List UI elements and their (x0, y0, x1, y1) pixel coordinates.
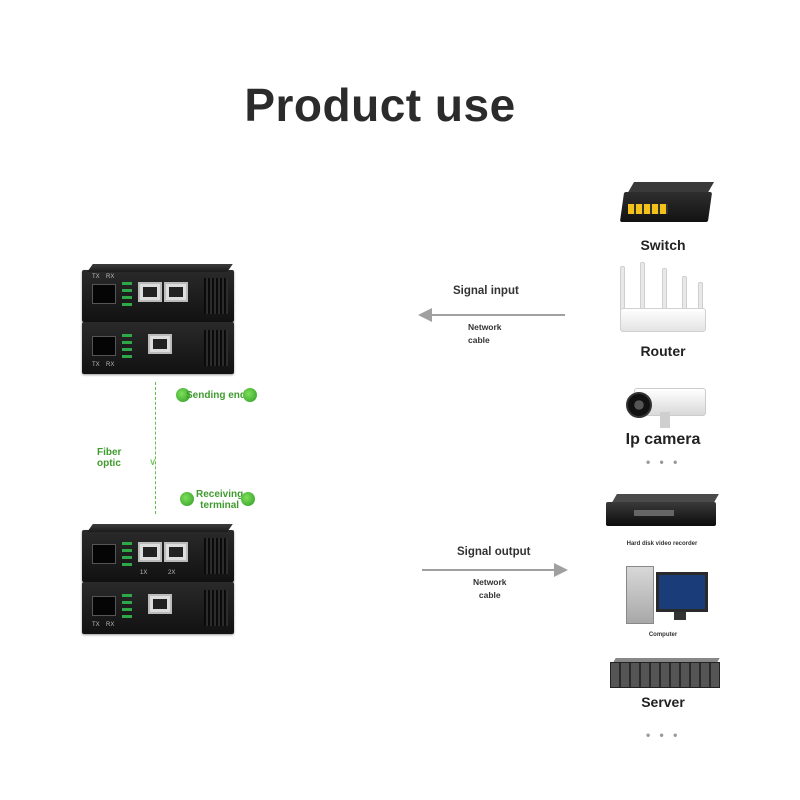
server-label: Server (641, 694, 685, 710)
sending-dot-icon (243, 388, 257, 402)
sfp-port (92, 284, 116, 304)
fiber-arrow-down-icon: ∨ (149, 457, 157, 468)
port-label-rx: RX (106, 622, 115, 628)
router-label: Router (640, 343, 686, 359)
signal-output-arrow (422, 569, 556, 571)
led-indicators (122, 542, 132, 570)
led-indicators (122, 282, 132, 310)
led-indicators (122, 334, 132, 362)
receiving-terminal-label: Receiving terminal (196, 489, 244, 511)
computer-icon (620, 560, 708, 630)
rj45-port (148, 594, 172, 614)
receiving-converter-icon: 1X 2X TX RX (82, 524, 234, 634)
receiving-dot-icon (241, 492, 255, 506)
port-label-rx: RX (106, 362, 115, 368)
sending-dot-icon (176, 388, 190, 402)
signal-input-arrow (430, 314, 565, 316)
switch-icon (616, 182, 715, 226)
led-indicators (122, 594, 132, 622)
sfp-port (92, 596, 116, 616)
port-label-tx: TX (92, 274, 100, 280)
fiber-optic-line (155, 382, 156, 514)
fiber-optic-label: Fiber optic (97, 447, 122, 469)
rj45-port (164, 282, 188, 302)
arrow-right-icon (554, 563, 568, 577)
switch-label: Switch (640, 237, 686, 253)
more-input-devices: • • • (646, 455, 681, 469)
sfp-port (92, 336, 116, 356)
sending-end-label: Sending end (186, 390, 246, 401)
sending-converter-icon: TX RX TX RX (82, 264, 234, 374)
port-label-rx: RX (106, 274, 115, 280)
rj45-port (138, 282, 162, 302)
port-label-tx: TX (92, 362, 100, 368)
output-cable-label: Network cable (473, 577, 507, 600)
more-output-devices: • • • (646, 728, 681, 742)
ip-camera-label: Ip camera (625, 431, 701, 448)
rj45-port (148, 334, 172, 354)
port-label-2x: 2X (168, 570, 176, 576)
router-icon (612, 262, 708, 336)
receiving-dot-icon (180, 492, 194, 506)
computer-label: Computer (648, 632, 678, 638)
server-icon (610, 658, 720, 688)
sfp-port (92, 544, 116, 564)
rj45-port (138, 542, 162, 562)
converter-unit-bottom: TX RX (82, 322, 234, 374)
converter-unit-bottom: TX RX (82, 582, 234, 634)
converter-unit-top: 1X 2X (82, 524, 234, 582)
arrow-left-icon (418, 308, 432, 322)
dvr-icon (606, 494, 719, 532)
port-label-tx: TX (92, 622, 100, 628)
rj45-port (164, 542, 188, 562)
signal-input-label: Signal input (453, 285, 519, 297)
converter-unit-top: TX RX (82, 264, 234, 322)
page-title: Product use (244, 79, 516, 131)
signal-output-label: Signal output (457, 546, 531, 558)
ip-camera-icon (620, 386, 708, 430)
dvr-label: Hard disk video recorder (626, 541, 698, 547)
port-label-1x: 1X (140, 570, 148, 576)
input-cable-label: Network cable (468, 322, 502, 345)
